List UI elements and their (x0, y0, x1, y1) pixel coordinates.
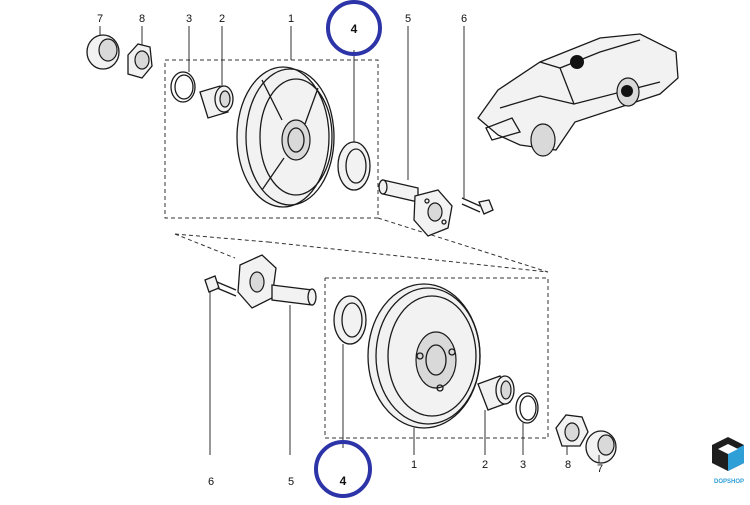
callout-top-2: 2 (219, 13, 225, 25)
callout-top-3: 3 (186, 13, 192, 25)
callout-bottom-5: 5 (288, 476, 294, 488)
callout-top-5: 5 (405, 13, 411, 25)
axle-spindle-top (378, 179, 453, 237)
seal-ring-bottom (333, 295, 367, 345)
hub-nut-top (127, 43, 153, 79)
highlight-circle-bottom (314, 440, 372, 498)
brake-drum-top (236, 66, 335, 208)
bolt-bottom (204, 275, 237, 297)
callout-bottom-1: 1 (411, 459, 417, 471)
hub-cap-top (86, 34, 120, 70)
callout-top-4: 4 (351, 22, 358, 36)
connector-lines (174, 217, 549, 273)
callout-bottom-7: 7 (597, 463, 603, 475)
callout-top-7: 7 (97, 13, 103, 25)
brake-drum-bottom (367, 283, 481, 429)
brand-wordmark: DOPSHOP (714, 479, 744, 485)
car-illustration (477, 33, 679, 157)
hub-nut-bottom (555, 414, 589, 447)
callout-bottom-2: 2 (482, 459, 488, 471)
callout-top-8: 8 (139, 13, 145, 25)
callout-top-6: 6 (461, 13, 467, 25)
callout-bottom-4: 4 (340, 474, 347, 488)
callout-bottom-6: 6 (208, 476, 214, 488)
bearing-top (199, 85, 234, 119)
callout-bottom-3: 3 (520, 459, 526, 471)
axle-spindle-bottom (237, 254, 317, 309)
callout-bottom-8: 8 (565, 459, 571, 471)
callout-top-1: 1 (288, 13, 294, 25)
seal-ring-top (337, 141, 371, 191)
retaining-ring-top (170, 71, 196, 103)
bottom-group-outline (324, 277, 549, 439)
bolt-top (461, 197, 494, 215)
highlight-circle-top (326, 0, 382, 56)
bearing-bottom (477, 375, 515, 411)
cube-logo-icon (712, 437, 744, 471)
hub-cap-bottom (585, 430, 617, 464)
retaining-ring-bottom (515, 392, 539, 424)
leader-lines (99, 26, 600, 463)
